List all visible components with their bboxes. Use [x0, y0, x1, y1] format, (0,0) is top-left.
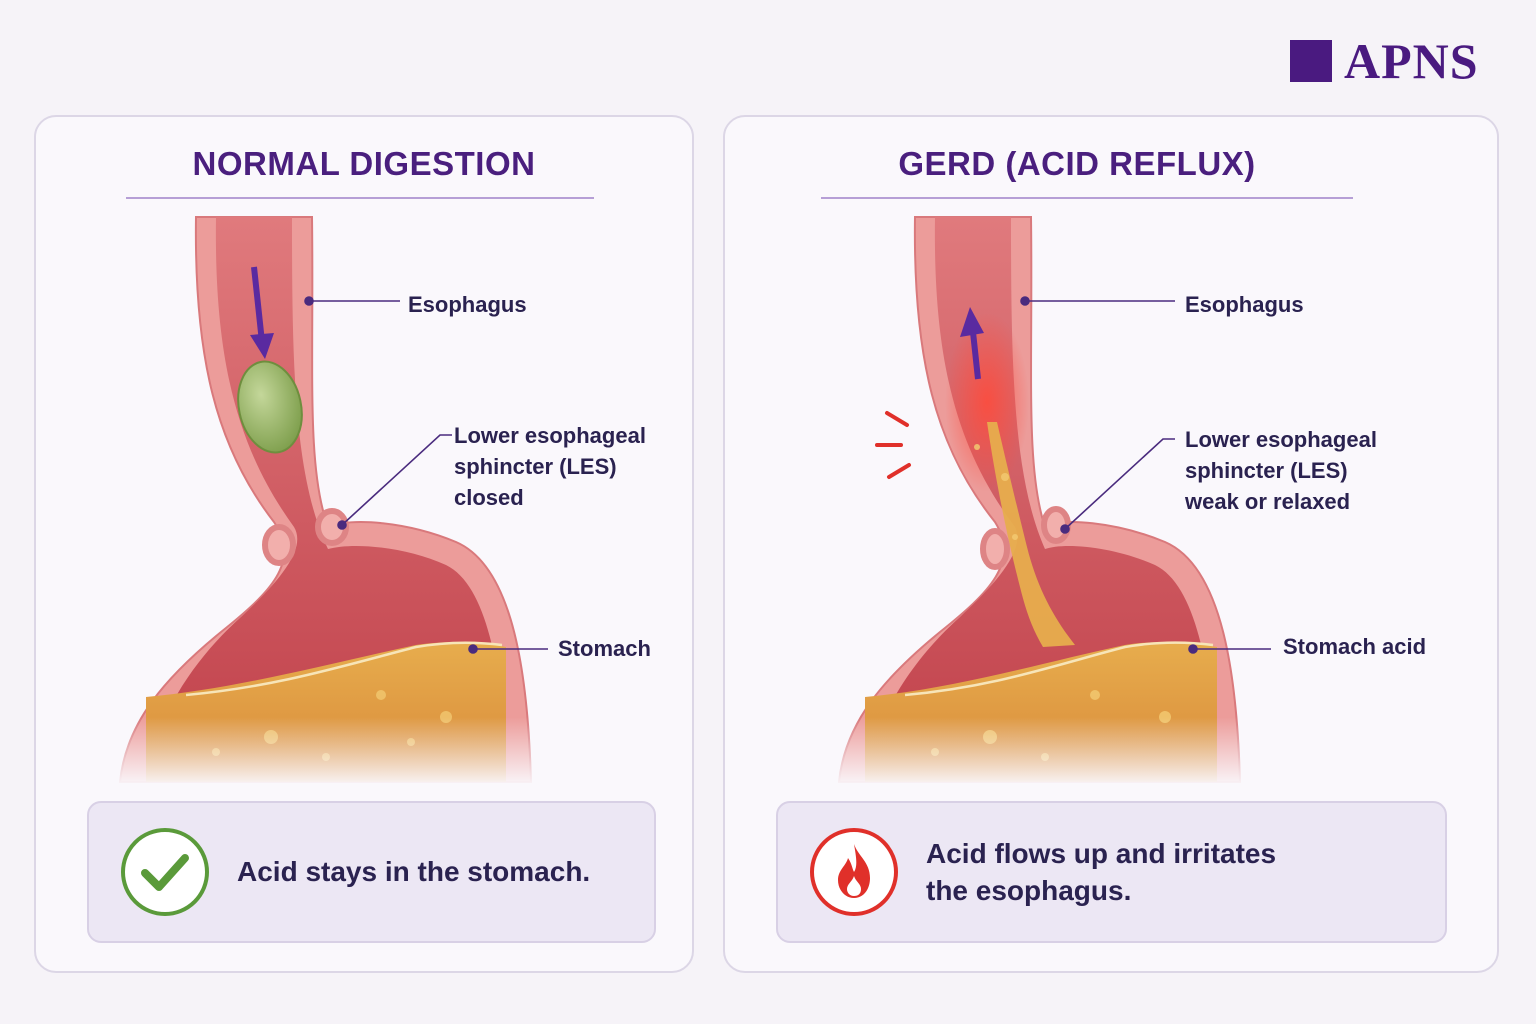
title-divider	[821, 197, 1353, 199]
brand-logo: APNS	[1290, 36, 1479, 86]
leader-lines	[1020, 296, 1271, 654]
les-relaxed-sphincter	[980, 506, 1071, 570]
title-divider	[126, 197, 594, 199]
normal-digestion-panel: NORMAL DIGESTION	[34, 115, 694, 973]
les-label: Lower esophageal sphincter (LES) weak or…	[1185, 427, 1377, 514]
normal-digestion-illustration	[106, 216, 586, 787]
leader-lines	[304, 296, 548, 654]
acid-reflux-stream	[987, 422, 1075, 647]
panel-title: NORMAL DIGESTION	[192, 145, 536, 182]
food-bolus	[237, 360, 303, 454]
callout-box: Acid flows up and irritates the esophagu…	[776, 801, 1447, 943]
irritation-glow	[945, 312, 1029, 492]
down-arrow-icon	[250, 266, 274, 359]
logo-text: APNS	[1344, 33, 1479, 89]
esophagus-label: Esophagus	[408, 292, 527, 317]
gerd-illustration	[825, 216, 1305, 787]
check-circle-icon	[121, 828, 209, 916]
callout-text: Acid flows up and irritates the esophagu…	[926, 838, 1277, 906]
esophagus-label: Esophagus	[1185, 292, 1304, 317]
gerd-panel: GERD (ACID REFLUX)	[723, 115, 1499, 973]
stomach-label: Stomach	[558, 636, 651, 661]
stomach-acid-label: Stomach acid	[1283, 634, 1427, 659]
panel-title: GERD (ACID REFLUX)	[898, 145, 1256, 182]
irritation-burst-icon	[875, 411, 911, 479]
les-label: Lower esophageal sphincter (LES) closed	[454, 423, 646, 510]
flame-circle-icon	[810, 828, 898, 916]
callout-box: Acid stays in the stomach.	[87, 801, 656, 943]
logo-square-icon	[1290, 40, 1332, 82]
les-closed-sphincter	[262, 508, 349, 566]
up-arrow-icon	[960, 307, 984, 380]
callout-text: Acid stays in the stomach.	[237, 856, 591, 887]
